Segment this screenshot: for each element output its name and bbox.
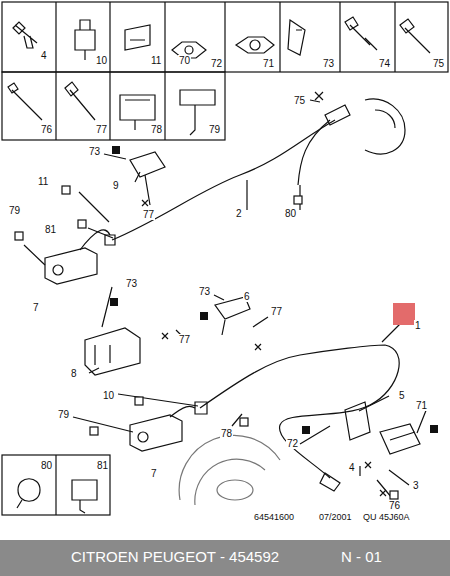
callout-number: 7: [150, 468, 158, 479]
callout-number: 75: [432, 58, 445, 69]
callout-number: 4: [40, 50, 48, 61]
callout-number: 9: [112, 180, 120, 191]
callout-number: 70: [178, 55, 191, 66]
footer-text: 64541600: [253, 512, 295, 523]
callout-number: 77: [178, 334, 191, 345]
callout-number: 79: [208, 124, 221, 135]
footer-text: CITROEN PEUGEOT - 454592: [70, 548, 280, 566]
footer-text: QU 45J60A: [362, 512, 411, 523]
callout-number: 76: [40, 124, 53, 135]
callout-number: 7: [32, 302, 40, 313]
callout-number: 3: [412, 480, 420, 491]
callout-number: 76: [388, 500, 401, 511]
callout-number: 77: [95, 124, 108, 135]
callout-number: 1: [414, 320, 422, 331]
callout-number: 77: [142, 209, 155, 220]
footer-text: N - 01: [340, 548, 383, 566]
callout-number: 81: [96, 460, 109, 471]
callout-number: 10: [95, 55, 108, 66]
callout-number: 74: [378, 58, 391, 69]
callout-number: 10: [102, 390, 115, 401]
callout-number: 73: [322, 58, 335, 69]
callout-number: 11: [37, 176, 49, 187]
callout-number: 2: [235, 208, 243, 219]
callout-number: 73: [125, 278, 138, 289]
callout-number: 73: [88, 146, 101, 157]
callout-number: 77: [270, 306, 283, 317]
callout-number: 5: [398, 390, 406, 401]
callout-number: 71: [415, 400, 428, 411]
callout-number: 73: [198, 286, 211, 297]
callout-number: 6: [243, 291, 251, 302]
callout-number: 80: [40, 460, 53, 471]
callout-number: 71: [262, 58, 275, 69]
callout-number: 72: [210, 58, 223, 69]
callout-number: 8: [70, 368, 78, 379]
callout-number: 4: [348, 462, 356, 473]
callout-number: 72: [286, 438, 299, 449]
callout-number: 80: [284, 208, 297, 219]
callout-number: 75: [293, 95, 306, 106]
callout-number: 78: [150, 124, 163, 135]
callout-number: 79: [8, 205, 21, 216]
footer-text: 07/2001: [318, 512, 353, 523]
callout-number: 79: [57, 409, 70, 420]
callout-number: 78: [220, 428, 233, 439]
callout-number: 11: [150, 55, 162, 66]
callout-number: 81: [44, 224, 57, 235]
